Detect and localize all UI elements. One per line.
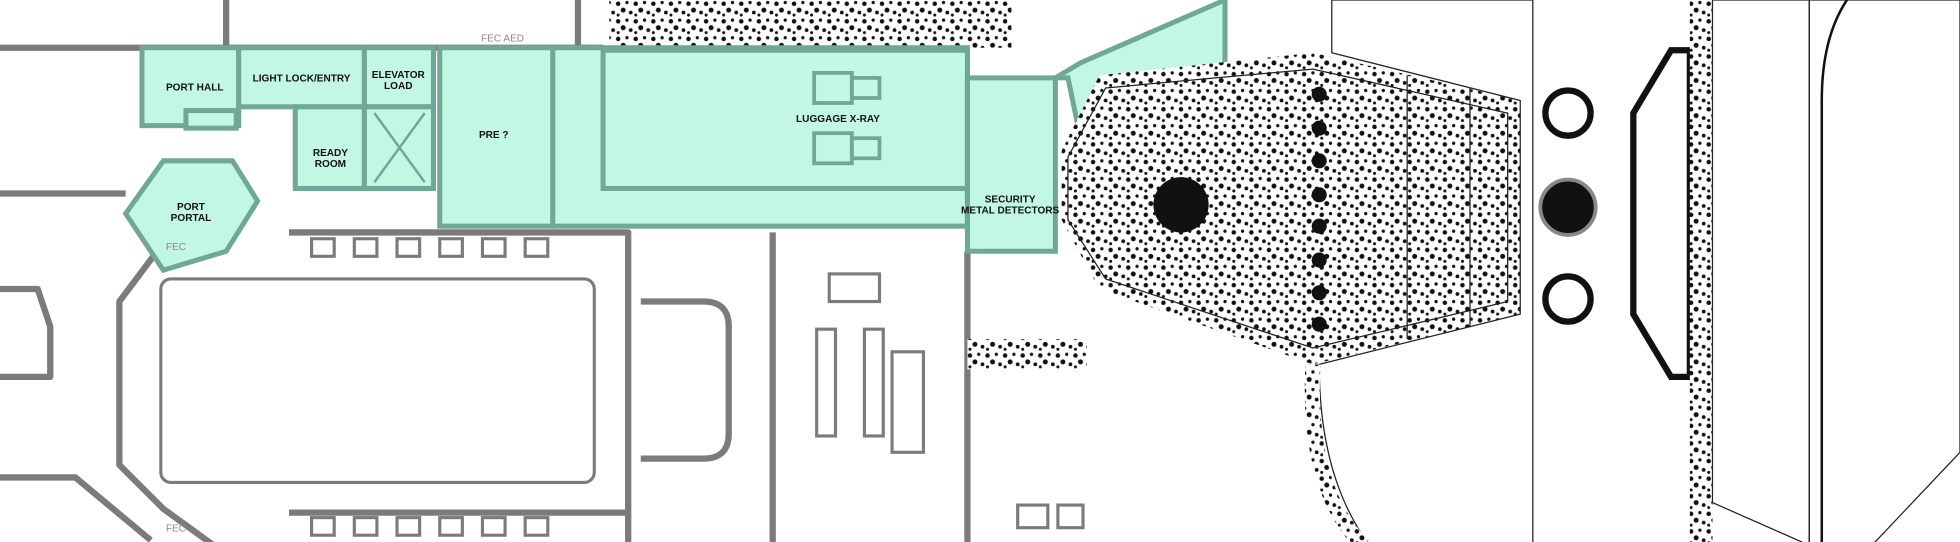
label-security-2: METAL DETECTORS <box>961 206 1060 217</box>
label-luggage-xray: LUGGAGE X-RAY <box>796 114 880 125</box>
label-fec-portal: FEC <box>166 242 186 253</box>
bollard-left <box>1153 177 1209 233</box>
label-fec-bottom: FEC <box>166 523 186 534</box>
label-security-1: SECURITY <box>985 194 1036 205</box>
label-ready-room-1: READY <box>313 148 348 159</box>
room-port-portal[interactable] <box>122 158 261 274</box>
booth-row-top <box>310 237 550 258</box>
xray-machines <box>812 70 882 166</box>
highlighted-zone <box>122 0 1228 274</box>
label-port-hall: PORT HALL <box>166 82 224 93</box>
label-port-portal-1: PORT <box>177 202 206 213</box>
terminal-walls <box>0 0 1085 542</box>
structure-block-top <box>609 0 1012 48</box>
room-luggage-xray[interactable] <box>600 47 970 191</box>
room-pre[interactable] <box>437 45 556 229</box>
label-fec-aed: FEC AED <box>481 33 524 44</box>
ship-gangway <box>1061 0 1960 542</box>
bollard-right <box>1538 177 1598 237</box>
vestibule <box>183 108 239 131</box>
label-elevator-load-1: ELEVATOR <box>372 70 426 81</box>
label-pre: PRE ? <box>479 130 509 141</box>
elevator-shaft <box>361 104 436 191</box>
label-port-portal-2: PORTAL <box>171 213 212 224</box>
room-elevator-load[interactable] <box>361 45 436 110</box>
booth-row-bottom <box>310 516 550 537</box>
label-light-lock: LIGHT LOCK/ENTRY <box>253 74 351 85</box>
label-elevator-load-2: LOAD <box>384 81 412 92</box>
label-ready-room-2: ROOM <box>315 159 346 170</box>
structure-block-mid <box>967 339 1087 370</box>
